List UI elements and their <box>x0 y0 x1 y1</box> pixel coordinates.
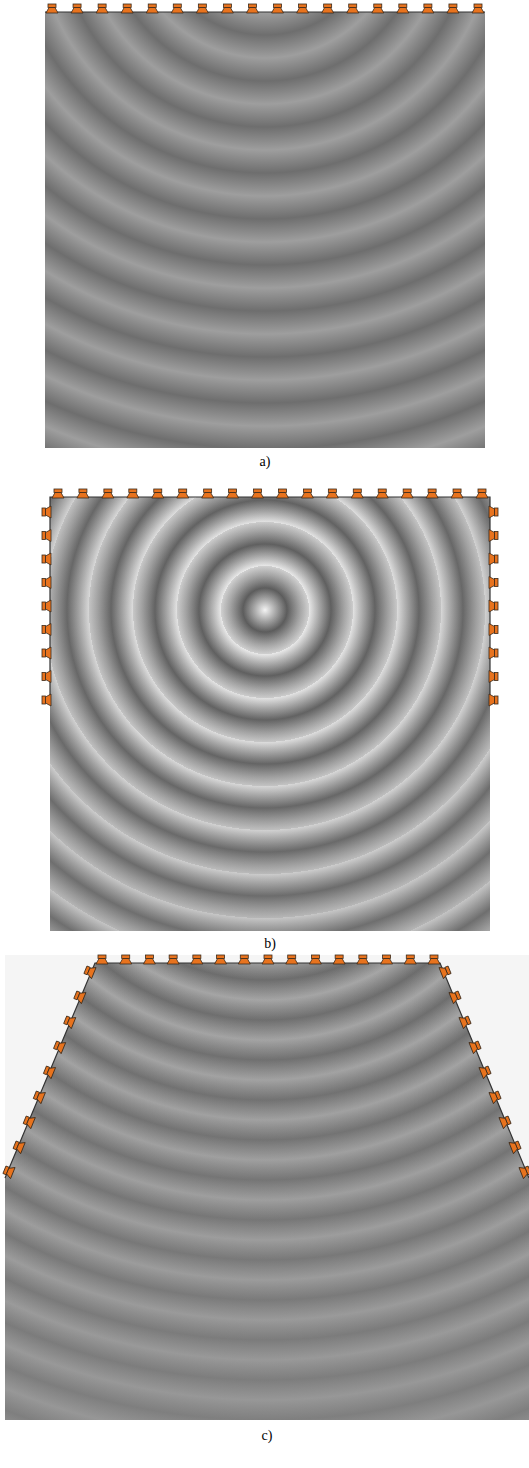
loudspeaker-symbol <box>472 4 484 13</box>
loudspeaker-symbol <box>476 489 488 498</box>
loudspeaker-symbol <box>489 577 498 589</box>
loudspeaker-symbol <box>96 955 108 964</box>
panel-label: c) <box>262 1428 273 1444</box>
loudspeaker-symbol <box>489 530 498 542</box>
loudspeaker-symbol <box>519 1164 529 1178</box>
wave-field-a <box>45 12 485 448</box>
loudspeaker-symbol <box>276 489 288 498</box>
loudspeaker-symbol <box>52 489 64 498</box>
loudspeaker-symbol <box>397 4 409 13</box>
loudspeaker-symbol <box>459 1014 472 1028</box>
loudspeaker-symbol <box>272 4 284 13</box>
loudspeaker-symbol <box>227 489 239 498</box>
loudspeaker-symbol <box>439 964 452 978</box>
loudspeaker-symbol <box>489 553 498 565</box>
loudspeaker-symbol <box>297 4 309 13</box>
loudspeaker-symbol <box>422 4 434 13</box>
loudspeaker-symbol <box>489 694 498 706</box>
loudspeaker-symbol <box>42 671 51 683</box>
loudspeaker-symbol <box>489 506 498 518</box>
loudspeaker-symbol <box>167 955 179 964</box>
loudspeaker-symbol <box>381 955 393 964</box>
loudspeaker-symbol <box>489 624 498 636</box>
loudspeaker-symbol <box>77 489 89 498</box>
loudspeaker-symbol <box>447 4 459 13</box>
loudspeaker-symbol <box>120 955 132 964</box>
loudspeaker-symbol <box>221 4 233 13</box>
loudspeaker-symbol <box>63 1014 76 1029</box>
loudspeaker-symbol <box>102 489 114 498</box>
loudspeaker-symbol <box>322 4 334 13</box>
loudspeaker-symbol <box>73 989 86 1004</box>
loudspeaker-symbol <box>426 489 438 498</box>
loudspeaker-symbol <box>53 1039 66 1054</box>
loudspeaker-symbol <box>191 955 203 964</box>
wave-field-b <box>50 497 490 931</box>
loudspeaker-symbol <box>489 600 498 612</box>
loudspeaker-symbol <box>238 955 250 964</box>
loudspeaker-symbol <box>22 1114 35 1129</box>
loudspeaker-symbol <box>489 671 498 683</box>
panel-label: a) <box>260 454 271 470</box>
loudspeaker-symbol <box>42 647 51 659</box>
loudspeaker-symbol <box>71 4 83 13</box>
loudspeaker-symbol <box>451 489 463 498</box>
loudspeaker-symbol <box>401 489 413 498</box>
loudspeaker-symbol <box>33 1089 46 1104</box>
loudspeaker-symbol <box>143 955 155 964</box>
loudspeaker-array <box>2 4 529 1179</box>
loudspeaker-symbol <box>376 489 388 498</box>
loudspeaker-symbol <box>12 1139 25 1154</box>
loudspeaker-symbol <box>309 955 321 964</box>
loudspeaker-symbol <box>246 4 258 13</box>
loudspeaker-symbol <box>351 489 363 498</box>
loudspeaker-symbol <box>326 489 338 498</box>
loudspeaker-symbol <box>42 624 51 636</box>
loudspeaker-symbol <box>509 1139 522 1153</box>
loudspeaker-symbol <box>479 1064 492 1078</box>
loudspeaker-symbol <box>301 489 313 498</box>
wave-field-c <box>0 955 529 1425</box>
loudspeaker-symbol <box>83 964 96 979</box>
loudspeaker-symbol <box>42 553 51 565</box>
loudspeaker-symbol <box>2 1164 15 1179</box>
loudspeaker-symbol <box>499 1114 512 1128</box>
loudspeaker-symbol <box>152 489 164 498</box>
loudspeaker-symbol <box>121 4 133 13</box>
loudspeaker-symbol <box>177 489 189 498</box>
loudspeaker-symbol <box>428 955 440 964</box>
loudspeaker-symbol <box>196 4 208 13</box>
loudspeaker-symbol <box>252 489 264 498</box>
loudspeaker-symbol <box>489 1089 502 1103</box>
loudspeaker-symbol <box>43 1064 56 1079</box>
loudspeaker-symbol <box>215 955 227 964</box>
loudspeaker-symbol <box>42 694 51 706</box>
loudspeaker-symbol <box>469 1039 482 1053</box>
loudspeaker-symbol <box>42 577 51 589</box>
loudspeaker-symbol <box>357 955 369 964</box>
loudspeaker-symbol <box>286 955 298 964</box>
loudspeaker-symbol <box>347 4 359 13</box>
loudspeaker-symbol <box>372 4 384 13</box>
loudspeaker-symbol <box>404 955 416 964</box>
loudspeaker-symbol <box>202 489 214 498</box>
loudspeaker-symbol <box>42 530 51 542</box>
loudspeaker-symbol <box>127 489 139 498</box>
loudspeaker-symbol <box>42 600 51 612</box>
loudspeaker-symbol <box>42 506 51 518</box>
loudspeaker-symbol <box>489 647 498 659</box>
loudspeaker-symbol <box>96 4 108 13</box>
loudspeaker-symbol <box>262 955 274 964</box>
loudspeaker-symbol <box>333 955 345 964</box>
loudspeaker-symbol <box>171 4 183 13</box>
loudspeaker-symbol <box>46 4 58 13</box>
panel-label: b) <box>264 936 276 952</box>
loudspeaker-symbol <box>449 989 462 1003</box>
loudspeaker-symbol <box>146 4 158 13</box>
